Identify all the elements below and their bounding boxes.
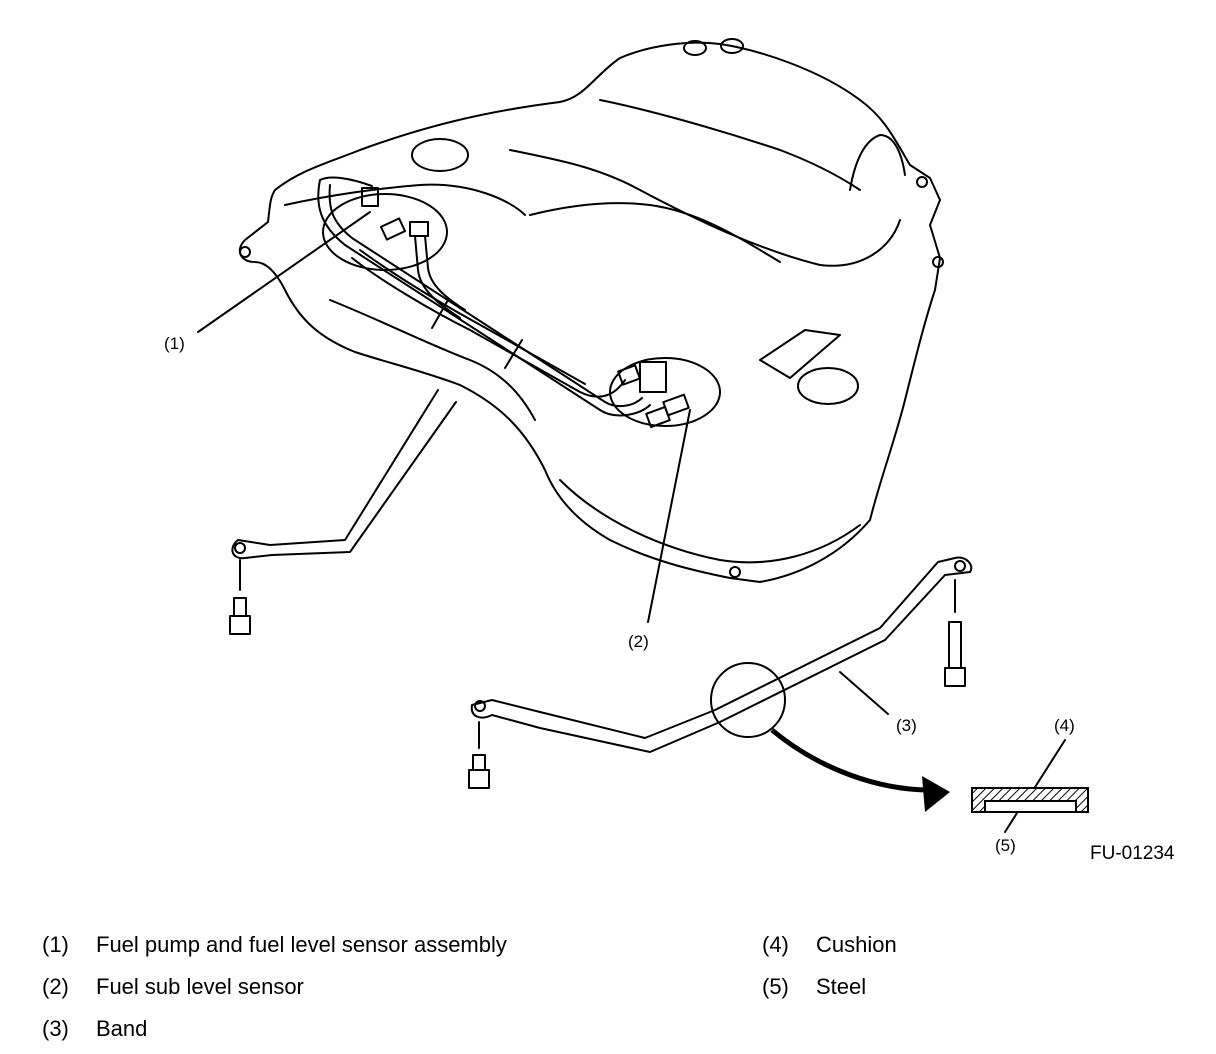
band-right <box>470 556 973 753</box>
legend-item: (4) Cushion <box>762 928 897 970</box>
legend-text: Band <box>96 1016 148 1041</box>
legend-left: (1) Fuel pump and fuel level sensor assem… <box>42 928 507 1054</box>
callout-5: (5) <box>995 836 1016 855</box>
callout-3: (3) <box>896 716 917 735</box>
fuel-tank <box>238 41 941 583</box>
legend-item: (5) Steel <box>762 970 897 1012</box>
legend-num: (4) <box>762 932 789 957</box>
callout-4: (4) <box>1054 716 1075 735</box>
legend-text: Fuel sub level sensor <box>96 974 304 999</box>
legend-num: (1) <box>42 932 69 957</box>
bolt-mid <box>468 721 490 789</box>
legend-item: (1) Fuel pump and fuel level sensor assem… <box>42 928 507 970</box>
callout-2: (2) <box>628 632 649 651</box>
legend-right: (4) Cushion (5) Steel <box>762 928 897 1012</box>
band-left <box>231 389 457 560</box>
bolt-right <box>944 579 966 687</box>
fuel-tank-drawing <box>197 38 1089 833</box>
legend-num: (2) <box>42 974 69 999</box>
detail-arrow <box>770 728 931 793</box>
fuel-line <box>317 179 651 417</box>
legend-num: (3) <box>42 1016 69 1041</box>
legend-item: (3) Band <box>42 1012 507 1054</box>
legend-item: (2) Fuel sub level sensor <box>42 970 507 1012</box>
band-cross-section <box>971 787 1089 813</box>
legend-text: Fuel pump and fuel level sensor assembly <box>96 932 507 957</box>
callout-1: (1) <box>164 334 185 353</box>
legend-num: (5) <box>762 974 789 999</box>
detail-circle <box>710 662 786 738</box>
figure-id: FU-01234 <box>1090 843 1175 864</box>
bolt-left <box>229 559 251 635</box>
legend-text: Cushion <box>816 932 897 957</box>
legend-text: Steel <box>816 974 867 999</box>
